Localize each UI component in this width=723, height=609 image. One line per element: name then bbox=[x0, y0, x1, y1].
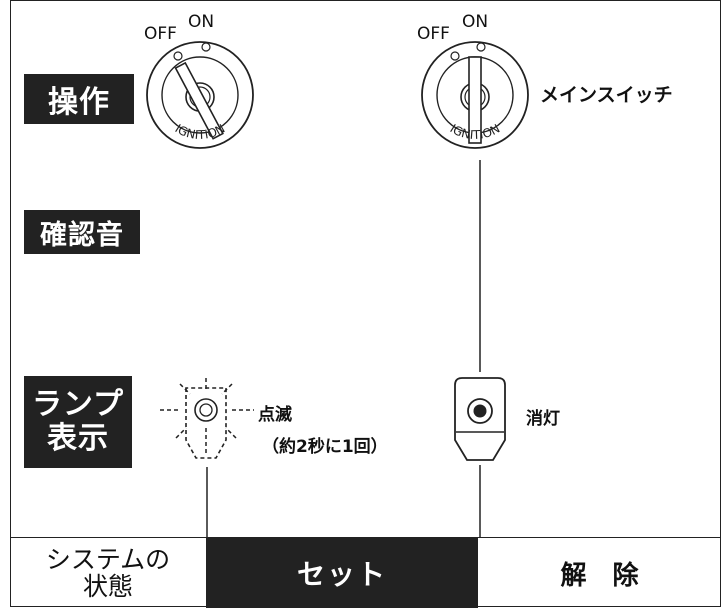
system-state-line2: 状態 bbox=[82, 572, 133, 601]
ignition-left-ring-text: IGNITION bbox=[173, 121, 228, 142]
switch-left-on-label: ON bbox=[188, 12, 215, 32]
switch-left-off-label: OFF bbox=[144, 24, 177, 44]
lamp-off-icon bbox=[454, 377, 506, 461]
lamp-blink-interval: （約2秒に1回） bbox=[262, 437, 388, 457]
lamp-blink-label: 点滅 bbox=[258, 405, 292, 425]
row-label-lamp-line2: 表示 bbox=[47, 421, 109, 456]
blinking-lamp-icon bbox=[160, 378, 254, 459]
ignition-switch-right-icon: IGNITION bbox=[421, 41, 529, 149]
system-state-header: システムの 状態 bbox=[10, 538, 206, 608]
lamp-off-label: 消灯 bbox=[526, 409, 560, 429]
system-state-row: システムの 状態 セット 解 除 bbox=[10, 537, 721, 608]
row-label-lamp-line1: ランプ bbox=[31, 386, 125, 422]
switch-right-on-label: ON bbox=[462, 12, 489, 32]
row-label-confirm-sound: 確認音 bbox=[24, 210, 140, 254]
system-state-line1: システムの bbox=[45, 544, 171, 574]
state-set-cell: セット bbox=[206, 538, 478, 608]
row-label-operation: 操作 bbox=[24, 74, 134, 124]
state-release-cell: 解 除 bbox=[560, 560, 639, 591]
row-label-lamp: ランプ 表示 bbox=[24, 376, 132, 468]
ignition-switch-left-icon: IGNITION bbox=[146, 41, 254, 149]
ignition-right-ring-text: IGNITION bbox=[448, 121, 503, 142]
switch-right-off-label: OFF bbox=[417, 24, 450, 44]
main-switch-caption: メインスイッチ bbox=[540, 84, 673, 106]
